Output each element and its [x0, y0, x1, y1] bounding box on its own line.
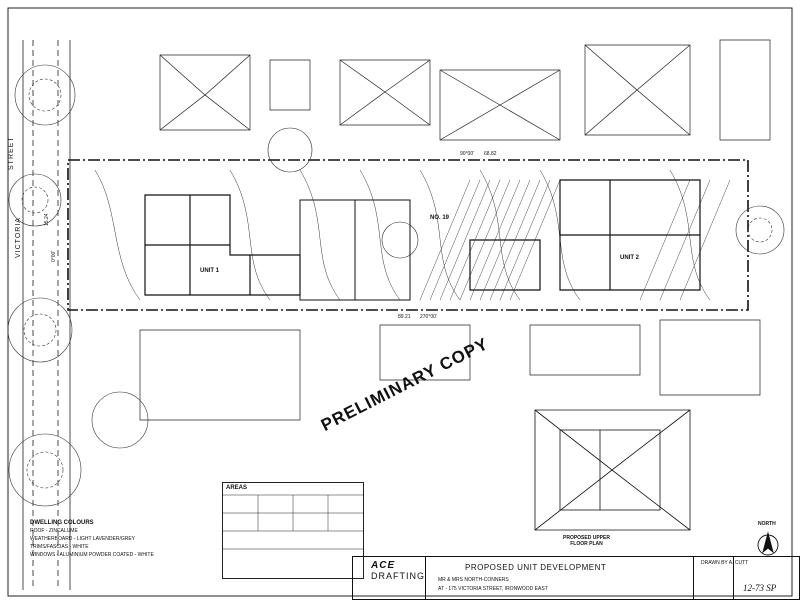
upper-line1: PROPOSED UPPER	[563, 535, 610, 541]
dwelling-colours: DWELLING COLOURS ROOF - ZINCALUME WEATHE…	[30, 520, 154, 558]
colour-roof: ROOF - ZINCALUME	[30, 528, 78, 534]
title-block: ACE DRAFTING PROPOSED UNIT DEVELOPMENT M…	[352, 556, 800, 600]
upper-floor-plan	[534, 409, 691, 531]
company-logo-drafting: DRAFTING	[371, 571, 425, 581]
existing-house-no19	[299, 199, 411, 301]
colours-title: DWELLING COLOURS	[30, 520, 94, 526]
upper-floor-plan-caption: PROPOSED UPPER FLOOR PLAN	[563, 535, 610, 547]
victoria-label: VICTORIA	[15, 217, 22, 258]
client-name: MR & MRS NORTH-CONNERS	[438, 577, 509, 583]
colour-trims: TRIMS/FASCIAS - WHITE	[30, 544, 89, 550]
colour-windows: WINDOWS - ALUMINIUM POWDER COATED - WHIT…	[30, 552, 154, 558]
areas-table: AREAS	[222, 482, 364, 579]
no19-label: NO. 19	[430, 215, 450, 221]
unit-1-footprint	[144, 194, 301, 296]
trees	[7, 64, 785, 507]
frontage-bearing: 0°00'	[51, 250, 57, 262]
unit-2-label: UNIT 2	[620, 255, 640, 261]
neighbour-houses-top	[159, 39, 771, 141]
frontage-dim: 15.24	[44, 213, 50, 226]
north-arrow	[757, 531, 779, 556]
areas-title: AREAS	[226, 485, 248, 491]
property-boundary	[67, 159, 749, 311]
site-address: AT - 175 VICTORIA STREET, IRONWOOD EAST	[438, 586, 548, 592]
victoria-street	[22, 40, 71, 590]
distance-bottom: 89.21	[398, 314, 411, 320]
colour-weatherboard: WEATHERBOARD - LIGHT LAVENDER/GREY	[30, 536, 136, 542]
title-block-project-cell	[425, 557, 694, 599]
upper-line2: FLOOR PLAN	[570, 541, 603, 547]
neighbour-houses-bottom	[139, 319, 761, 421]
areas-grid	[223, 494, 363, 550]
unit-2-footprint	[469, 179, 701, 291]
project-title: PROPOSED UNIT DEVELOPMENT	[465, 563, 607, 572]
hatched-driveway	[419, 179, 731, 301]
drawn-by: DRAWN BY A. CUTT	[701, 560, 749, 566]
company-logo-ace: ACE	[371, 560, 396, 571]
title-block-drawn-cell	[693, 557, 734, 599]
distance-top: 68.82	[484, 151, 497, 157]
street-label: STREET	[8, 136, 15, 170]
bearing-bottom: 270°00'	[420, 314, 437, 320]
title-block-logo-cell	[353, 557, 426, 599]
north-label: NORTH	[758, 521, 776, 527]
bearing-top: 90°00'	[460, 151, 475, 157]
job-number: 12-73 SP	[743, 583, 777, 593]
unit-1-label: UNIT 1	[200, 268, 220, 274]
